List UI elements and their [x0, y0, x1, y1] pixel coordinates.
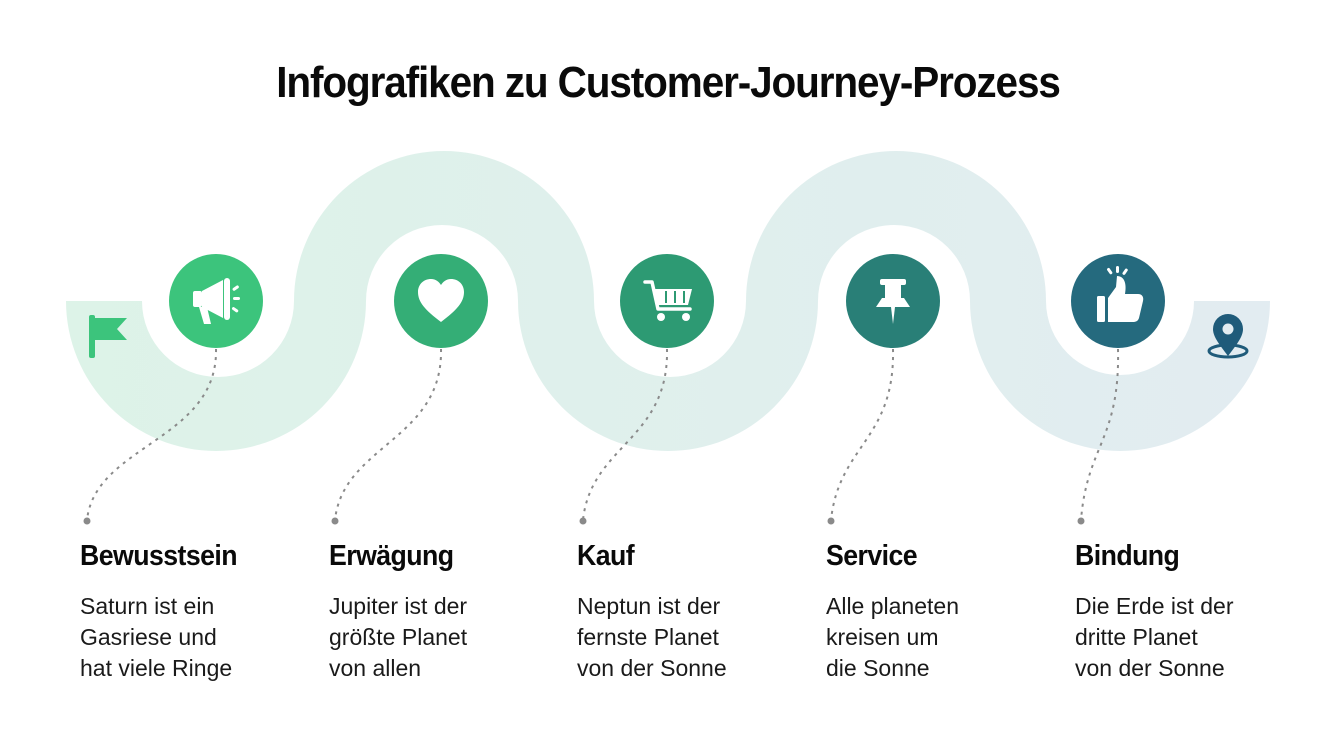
step-node-2 [394, 254, 488, 348]
step-description: Neptun ist der fernste Planet von der So… [577, 593, 727, 681]
thumbs-up-icon [1097, 266, 1144, 322]
pushpin-icon [876, 279, 910, 324]
step-title: Bewusstsein [80, 540, 238, 572]
connector-line [334, 348, 443, 521]
step-5: Bindung Die Erde ist der dritte Planet v… [1075, 540, 1305, 684]
connector-line [582, 348, 669, 521]
connector-line [830, 348, 895, 521]
step-node-1 [169, 254, 263, 348]
step-1: Bewusstsein Saturn ist ein Gasriese und … [80, 540, 310, 684]
step-title: Kauf [577, 540, 635, 572]
megaphone-icon [193, 278, 240, 324]
step-node-3 [620, 254, 714, 348]
step-4: Service Alle planeten kreisen um die Son… [826, 540, 1056, 684]
step-title: Bindung [1075, 540, 1180, 572]
connector-dot [1077, 517, 1085, 525]
step-3: Kauf Neptun ist der fernste Planet von d… [577, 540, 807, 684]
step-description: Jupiter ist der größte Planet von allen [329, 593, 468, 681]
step-title: Service [826, 540, 918, 572]
connector-dot [579, 517, 587, 525]
connector-dot [331, 517, 339, 525]
step-node-5 [1071, 254, 1165, 348]
shopping-cart-icon [643, 280, 692, 321]
start-flag-icon [89, 315, 127, 358]
step-description: Alle planeten kreisen um die Sonne [826, 593, 959, 681]
step-title: Erwägung [329, 540, 454, 572]
step-description: Saturn ist ein Gasriese und hat viele Ri… [80, 593, 233, 681]
step-2: Erwägung Jupiter ist der größte Planet v… [329, 540, 559, 684]
step-description: Die Erde ist der dritte Planet von der S… [1075, 593, 1234, 681]
connector-dot [827, 517, 835, 525]
location-pin-icon [1207, 314, 1249, 359]
heart-icon [418, 279, 464, 322]
step-node-4 [846, 254, 940, 348]
connector-dot [83, 517, 91, 525]
journey-road [66, 151, 1270, 451]
page-title: Infografiken zu Customer-Journey-Prozess [276, 58, 1061, 107]
